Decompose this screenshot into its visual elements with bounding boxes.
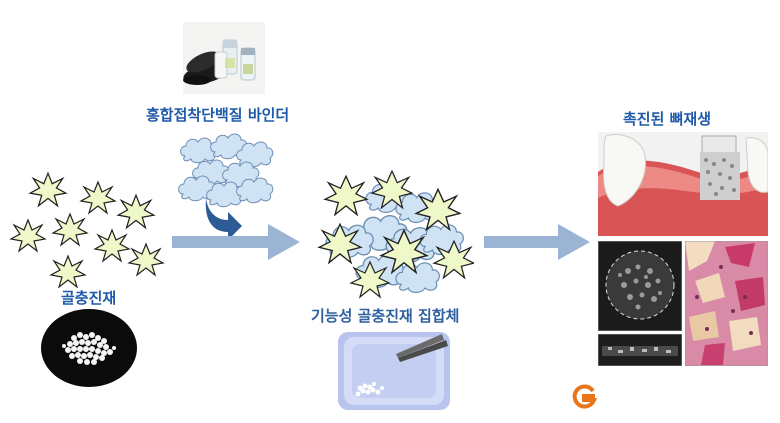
aggregate-label: 기능성 골충진재 집합체 xyxy=(311,307,460,325)
tooth-illustration xyxy=(598,132,768,236)
granules-photo xyxy=(40,308,138,388)
process-arrow-1 xyxy=(172,222,302,262)
micro-ct-image xyxy=(598,241,682,331)
result-label: 촉진된 뼈재생 xyxy=(623,110,712,128)
micro-ct-strip xyxy=(598,334,682,366)
mussel-vials-photo xyxy=(183,22,265,94)
filler-stars-group xyxy=(8,168,168,288)
binder-label: 홍합접착단백질 바인더 xyxy=(146,106,290,124)
histology-image xyxy=(685,241,768,366)
tray-forceps-photo xyxy=(338,332,450,410)
process-arrow-2 xyxy=(484,222,592,262)
curved-down-arrow xyxy=(200,196,244,242)
filler-label: 골충진재 xyxy=(61,289,117,307)
g-logo-icon xyxy=(571,384,597,410)
aggregate-cluster xyxy=(314,170,474,300)
